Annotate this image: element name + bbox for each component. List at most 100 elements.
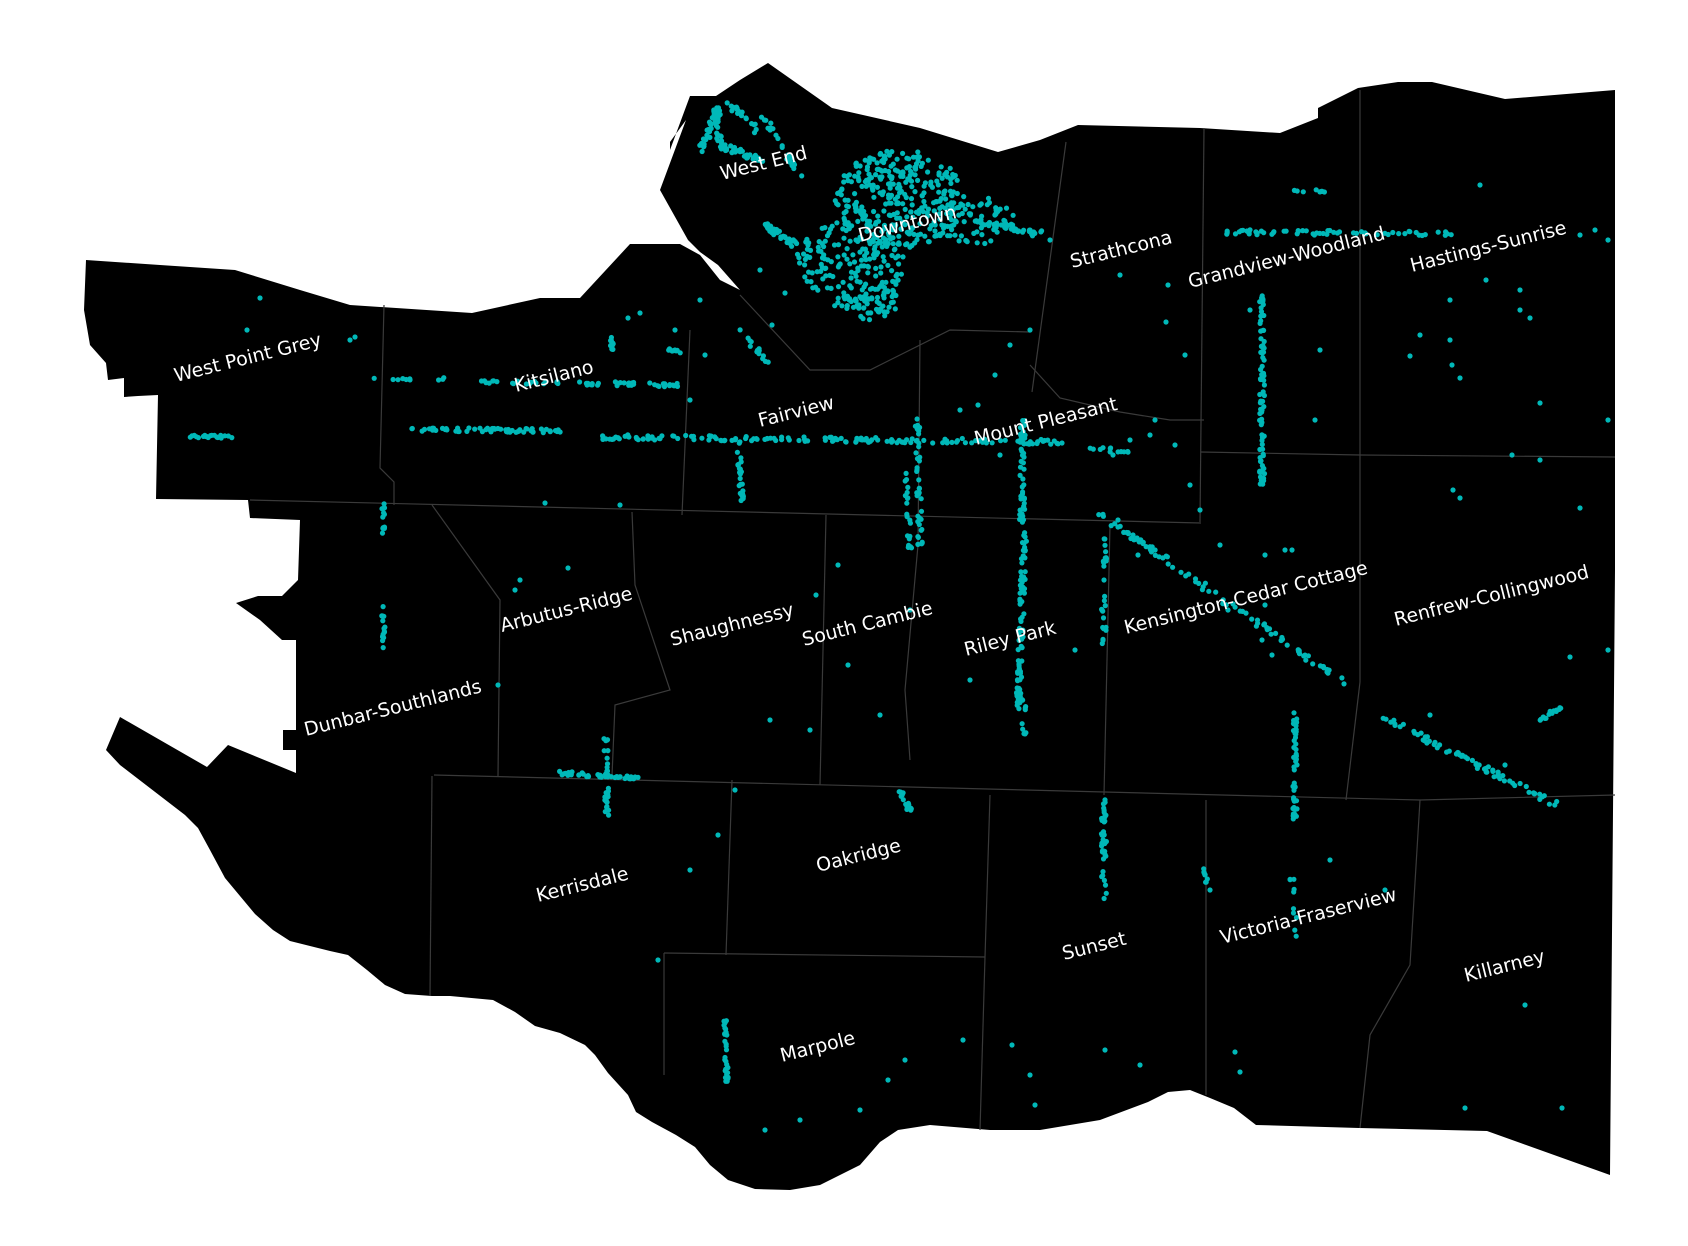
crime-point	[908, 168, 914, 174]
crime-point	[847, 238, 853, 244]
crime-point	[857, 163, 863, 169]
crime-point	[1019, 636, 1025, 642]
crime-point	[1022, 547, 1028, 554]
crime-point	[1261, 471, 1268, 477]
neighbourhood-divider	[1199, 127, 1205, 523]
crime-point	[931, 208, 937, 214]
crime-point	[495, 682, 501, 688]
crime-point	[892, 246, 898, 252]
crime-point	[1257, 474, 1264, 480]
crime-point	[615, 380, 621, 386]
crime-point	[543, 426, 550, 432]
crime-point	[1390, 229, 1396, 236]
crime-point	[510, 381, 517, 387]
crime-point	[1556, 706, 1562, 713]
crime-point	[1187, 482, 1193, 488]
crime-point	[753, 126, 759, 133]
crime-point	[1203, 879, 1209, 885]
crime-point	[828, 259, 834, 265]
crime-point	[381, 635, 387, 641]
crime-point	[954, 177, 960, 183]
crime-point	[1152, 552, 1158, 559]
crime-point	[1312, 417, 1318, 423]
crime-point	[954, 205, 960, 211]
crime-point	[1261, 392, 1267, 399]
crime-point	[1101, 877, 1107, 884]
crime-point	[755, 157, 761, 163]
crime-point	[515, 378, 521, 384]
crime-point	[939, 204, 945, 210]
crime-point	[1019, 452, 1026, 458]
crime-point	[1127, 437, 1133, 443]
crime-point	[439, 425, 446, 431]
crime-point	[762, 1127, 768, 1133]
crime-point	[1400, 721, 1406, 727]
crime-point	[381, 501, 387, 507]
crime-point	[606, 807, 612, 813]
crime-point	[1140, 540, 1146, 547]
crime-point	[864, 228, 870, 234]
crime-point	[915, 422, 921, 428]
crime-point	[625, 432, 631, 438]
crime-point	[907, 533, 913, 539]
crime-point	[1197, 507, 1203, 513]
crime-point	[916, 515, 923, 521]
crime-point	[977, 202, 983, 208]
crime-point	[1255, 620, 1261, 626]
crime-point	[873, 273, 879, 279]
crime-point	[840, 279, 846, 285]
crime-point	[700, 136, 707, 142]
crime-point	[1259, 295, 1265, 301]
neighbourhood-divider	[1359, 799, 1421, 1129]
crime-point	[1258, 406, 1264, 412]
crime-point	[953, 219, 959, 225]
crime-point	[869, 296, 875, 302]
crime-point	[1435, 229, 1441, 235]
crime-point	[786, 240, 792, 246]
neighbourhood-divider	[681, 329, 691, 516]
crime-point	[973, 438, 979, 444]
crime-point	[407, 377, 413, 383]
crime-point	[1002, 437, 1008, 443]
neighbourhood-divider	[1029, 364, 1204, 421]
crime-point	[724, 1032, 730, 1038]
crime-point	[1117, 272, 1123, 278]
crime-point	[1257, 458, 1264, 464]
crime-point	[1165, 282, 1171, 288]
crime-point	[1295, 647, 1301, 653]
crime-point	[1178, 569, 1184, 575]
crime-point	[1552, 802, 1558, 808]
crime-point	[839, 303, 845, 309]
crime-point	[1293, 723, 1299, 729]
neighbourhood-divider	[739, 294, 1031, 371]
crime-point	[1259, 441, 1265, 448]
crime-point	[854, 435, 860, 441]
crime-point	[697, 297, 703, 303]
crime-point	[1022, 418, 1028, 424]
crime-point	[835, 190, 841, 196]
crime-point	[879, 168, 885, 174]
crime-point	[871, 194, 877, 200]
crime-point	[845, 222, 851, 228]
crime-point	[916, 154, 923, 160]
crime-point	[978, 225, 985, 231]
crime-point	[1102, 542, 1108, 548]
crime-point	[1018, 569, 1024, 575]
crime-point	[886, 168, 892, 175]
crime-point	[861, 305, 867, 311]
crime-point	[841, 290, 847, 296]
crime-point	[885, 289, 891, 295]
crime-point	[1100, 615, 1107, 621]
crime-point	[907, 607, 913, 613]
crime-point	[807, 727, 813, 733]
crime-point	[954, 438, 961, 444]
crime-point	[1110, 452, 1116, 458]
crime-point	[1026, 228, 1032, 235]
crime-point	[875, 309, 881, 315]
crime-point	[1310, 661, 1316, 667]
crime-point	[835, 562, 841, 568]
crime-point	[547, 428, 553, 434]
crime-point	[1291, 787, 1297, 793]
crime-point	[1249, 616, 1255, 622]
crime-point	[908, 806, 914, 812]
